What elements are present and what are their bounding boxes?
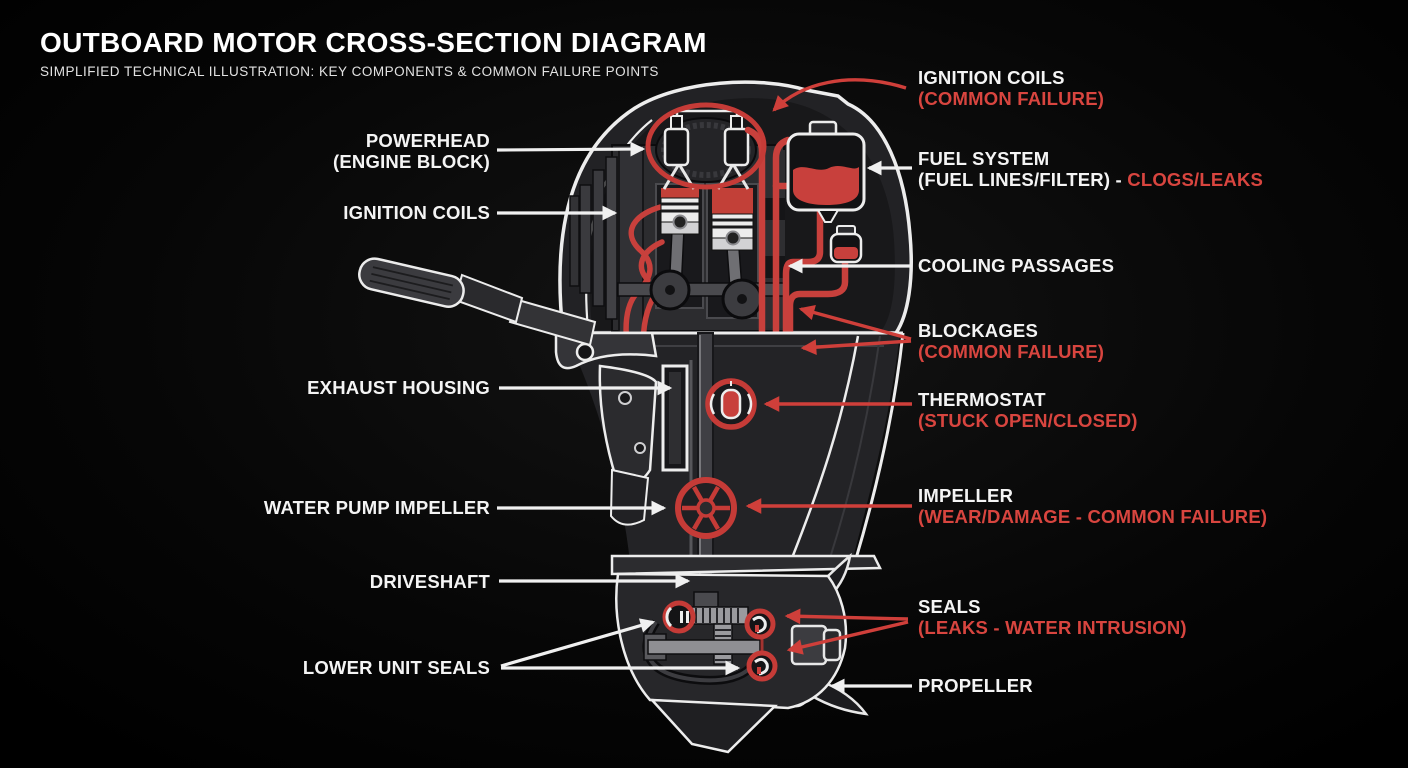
arrow-seal-lower	[786, 620, 909, 655]
thermostat-flange	[746, 393, 753, 415]
label-driveshaft: DRIVESHAFT	[369, 571, 490, 592]
impeller-vanes	[682, 485, 730, 531]
label-cooling-passages: COOLING PASSAGES	[918, 255, 1115, 276]
seal-highlight-upper	[744, 608, 776, 640]
thermostat-flange	[709, 393, 716, 415]
piston-left	[660, 188, 700, 235]
lower-unit	[610, 552, 883, 754]
thermostat-capsule	[720, 388, 742, 420]
arrow-seal-upper	[784, 608, 909, 625]
combustion-chamber	[712, 188, 753, 214]
crank-pin	[665, 285, 675, 295]
ignition-coils	[655, 109, 757, 190]
gearbox	[642, 591, 764, 685]
bracket-arm	[598, 364, 658, 485]
crank-pin	[737, 294, 747, 304]
bracket-bolt	[618, 391, 632, 405]
arrow-blockage-2	[800, 339, 912, 355]
spline-teeth	[695, 608, 739, 623]
prop-shaft	[647, 639, 761, 655]
label-seals: SEALS(LEAKS - WATER INTRUSION)	[918, 596, 1187, 638]
water-pump-impeller-highlight	[675, 477, 737, 539]
anti-ventilation-plate	[610, 554, 883, 576]
fuel-filter	[829, 225, 863, 264]
pinion-spline	[689, 606, 749, 625]
ignition-coils-failure-ring	[645, 102, 767, 190]
bracket-bolt	[575, 342, 595, 362]
thermostat-highlight	[705, 378, 757, 430]
pistons	[617, 188, 787, 320]
white-arrows	[496, 141, 912, 694]
diagram-header: OUTBOARD MOTOR CROSS-SECTION DIAGRAM SIM…	[40, 27, 707, 79]
driveshaft-coupler	[693, 591, 719, 608]
exhaust-channel-inner	[669, 372, 681, 464]
arrow-lower-unit-seal-1	[500, 618, 656, 668]
red-arrows	[745, 78, 912, 655]
piston-right	[711, 188, 754, 251]
label-impeller: IMPELLER(WEAR/DAMAGE - COMMON FAILURE)	[918, 485, 1268, 527]
label-water-pump-impeller: WATER PUMP IMPELLER	[263, 497, 490, 518]
seal-highlight-lower	[746, 650, 778, 682]
clamp-hook	[609, 468, 650, 526]
fuel-level	[793, 166, 859, 205]
arrow-ignition-coils-failure	[772, 78, 907, 112]
ignition-coil	[723, 127, 750, 167]
midsection-outline-right	[853, 332, 905, 563]
label-propeller: PROPELLER	[918, 675, 1033, 696]
tiller-joint	[453, 273, 524, 324]
tiller-handle	[358, 257, 597, 347]
label-exhaust-housing: EXHAUST HOUSING	[307, 377, 490, 398]
impeller-hub	[696, 498, 716, 518]
page-title: OUTBOARD MOTOR CROSS-SECTION DIAGRAM	[40, 27, 707, 58]
propeller-hub-cap	[822, 628, 842, 662]
tank-outlet	[816, 209, 840, 223]
arrow-blockage-1	[798, 304, 912, 341]
label-powerhead: POWERHEAD(ENGINE BLOCK)	[333, 130, 490, 172]
coil-terminal	[670, 115, 683, 130]
arrow-powerhead	[496, 141, 646, 157]
combustion-band	[661, 188, 699, 198]
fuel-tank	[786, 120, 866, 223]
label-blockages: BLOCKAGES(COMMON FAILURE)	[918, 320, 1105, 362]
bracket-bolt	[634, 442, 646, 454]
seal-highlight-left	[662, 600, 696, 634]
tiller-grip	[358, 257, 465, 308]
coil-terminal	[730, 115, 743, 130]
filter-fuel	[834, 247, 858, 259]
label-fuel-system: FUEL SYSTEM(FUEL LINES/FILTER) - CLOGS/L…	[918, 148, 1264, 190]
callout-arrows	[496, 78, 912, 694]
skeg	[649, 698, 778, 754]
label-ignition-coils-left: IGNITION COILS	[343, 202, 490, 223]
midsection-molding-line	[790, 335, 860, 559]
ignition-coil	[663, 127, 690, 167]
wrist-pin	[672, 214, 688, 230]
midsection-shadow-line	[829, 335, 881, 559]
wrist-pin	[725, 230, 741, 246]
label-lower-unit-seals: LOWER UNIT SEALS	[302, 657, 490, 678]
label-ignition-coils-failure: IGNITION COILS(COMMON FAILURE)	[918, 67, 1105, 109]
label-thermostat: THERMOSTAT(STUCK OPEN/CLOSED)	[918, 389, 1138, 431]
page-subtitle: SIMPLIFIED TECHNICAL ILLUSTRATION: KEY C…	[40, 63, 659, 79]
